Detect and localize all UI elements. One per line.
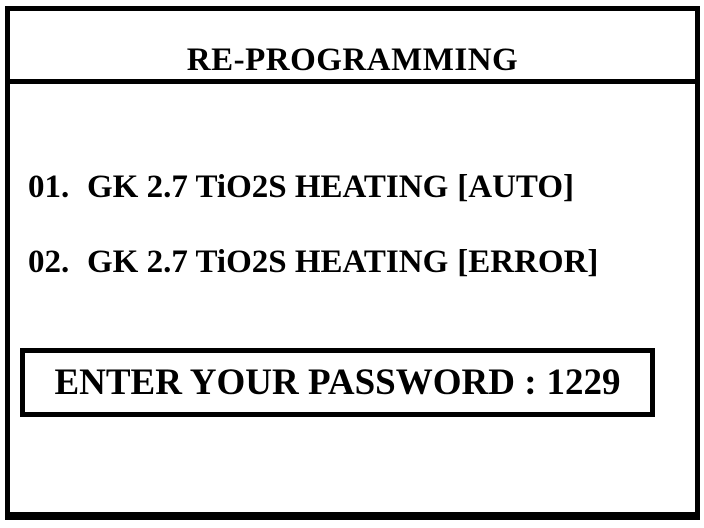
title-bar: RE-PROGRAMMING (10, 11, 695, 84)
password-input-box[interactable]: ENTER YOUR PASSWORD : 1229 (20, 348, 655, 417)
screen-frame: RE-PROGRAMMING 01. GK 2.7 TiO2S HEATING … (5, 6, 700, 520)
password-prompt-label: ENTER YOUR PASSWORD : (54, 362, 537, 403)
menu-item-01[interactable]: 01. GK 2.7 TiO2S HEATING [AUTO] (28, 171, 574, 204)
menu-item-number: 01. (28, 169, 70, 205)
page-title: RE-PROGRAMMING (186, 42, 519, 78)
password-value: 1229 (546, 362, 621, 403)
menu-item-label: GK 2.7 TiO2S HEATING (87, 244, 449, 280)
menu-item-status: [AUTO] (457, 169, 574, 205)
menu-item-status: [ERROR] (457, 244, 599, 280)
menu-item-02[interactable]: 02. GK 2.7 TiO2S HEATING [ERROR] (28, 246, 598, 279)
menu-item-number: 02. (28, 244, 70, 280)
menu-item-label: GK 2.7 TiO2S HEATING (87, 169, 449, 205)
